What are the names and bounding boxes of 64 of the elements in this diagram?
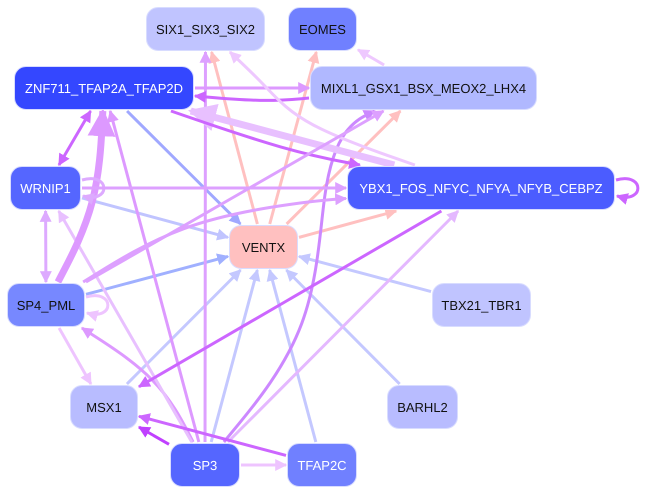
arrow xyxy=(356,48,385,66)
node-label: MIXL1_GSX1_BSX_MEOX2_LHX4 xyxy=(320,80,526,96)
gene-node xyxy=(288,7,357,51)
arrow xyxy=(86,253,230,296)
arrow xyxy=(222,110,376,443)
gene-node xyxy=(14,66,194,110)
arrow xyxy=(285,268,401,386)
arrow xyxy=(268,50,320,224)
arrow xyxy=(286,110,402,226)
arrow xyxy=(241,459,288,471)
arrow xyxy=(107,110,200,442)
arrow xyxy=(80,326,194,443)
gene-node xyxy=(387,385,458,429)
arrow xyxy=(138,210,442,388)
gene-node xyxy=(146,7,265,51)
node-label: WRNIP1 xyxy=(20,180,71,196)
arrow xyxy=(40,210,52,284)
arrow xyxy=(126,268,242,386)
gene-node xyxy=(10,166,81,210)
gene-node xyxy=(7,283,85,327)
node-label: SP3 xyxy=(192,458,218,472)
gene-node xyxy=(432,283,531,327)
node-label: YBX1_FOS_NFYC_NFYA_NFYB_CEBPZ xyxy=(359,180,603,196)
arrow xyxy=(208,50,259,224)
arrow xyxy=(57,210,194,443)
arrow xyxy=(138,413,286,457)
arrow xyxy=(85,110,385,284)
arrow xyxy=(616,177,640,204)
gene-node xyxy=(287,443,357,487)
arrow xyxy=(266,268,318,442)
arrow xyxy=(58,327,92,386)
node-label: BARHL2 xyxy=(397,400,448,414)
arrow xyxy=(86,294,110,321)
arrow xyxy=(82,177,106,204)
gene-node xyxy=(347,166,615,210)
gene-node xyxy=(170,443,240,487)
arrow xyxy=(298,253,432,294)
node-label: MSX1 xyxy=(86,400,122,414)
node-label: TFAP2C xyxy=(297,458,347,472)
arrow xyxy=(228,50,416,166)
gene-node xyxy=(310,66,537,110)
arrow xyxy=(58,110,92,166)
arrow xyxy=(82,182,348,194)
arrow xyxy=(194,90,310,103)
arrow xyxy=(226,210,460,444)
arrow xyxy=(298,208,398,239)
arrow xyxy=(195,82,310,94)
arrow xyxy=(210,268,260,442)
gene-node xyxy=(229,225,298,269)
node-label: SIX1_SIX3_SIX2 xyxy=(156,22,255,36)
node-label: VENTX xyxy=(242,240,286,254)
node-label: SP4_PML xyxy=(16,298,76,312)
arrow xyxy=(138,426,170,446)
arrow xyxy=(199,50,212,442)
arrow xyxy=(188,104,396,168)
arrow xyxy=(82,193,348,284)
arrow xyxy=(82,196,230,240)
arrow xyxy=(126,110,242,226)
gene-node xyxy=(70,385,138,429)
node-label: TBX21_TBR1 xyxy=(441,298,522,312)
node-label: EOMES xyxy=(299,22,346,36)
arrow xyxy=(54,108,116,284)
arrow xyxy=(170,110,362,169)
node-label: ZNF711_TFAP2A_TFAP2D xyxy=(25,80,183,96)
